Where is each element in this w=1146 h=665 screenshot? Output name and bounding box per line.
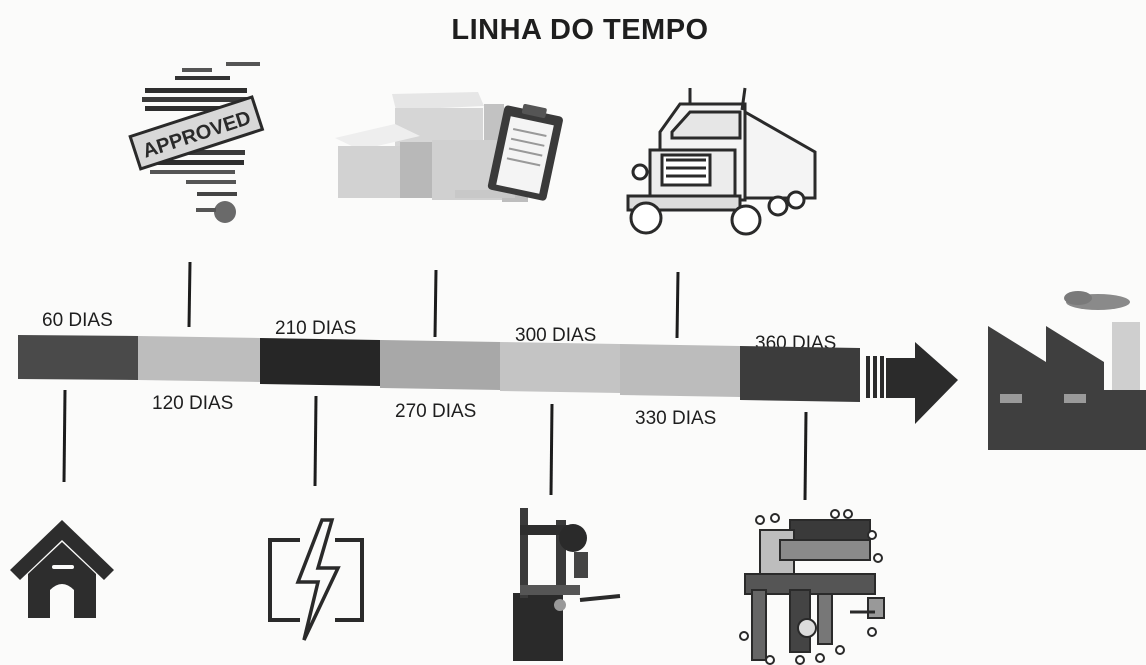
milestone-label-60: 60 DIAS (42, 310, 113, 331)
segment-360 (740, 346, 860, 402)
milestone-label-210: 210 DIAS (275, 318, 357, 339)
factory-icon (988, 291, 1146, 450)
segment-270 (380, 340, 500, 390)
truck-icon (626, 87, 817, 236)
milestone-label-270: 270 DIAS (395, 401, 477, 422)
milestone-label-300: 300 DIAS (515, 325, 597, 346)
segment-210 (260, 338, 380, 386)
segment-300 (500, 342, 620, 393)
power-icon (268, 518, 364, 641)
mechanical-assembly-icon (739, 509, 885, 665)
approved-document-icon: APPROVED (128, 62, 265, 223)
arrow-head (866, 342, 958, 424)
milestone-label-330: 330 DIAS (635, 408, 717, 429)
timeline-bar (18, 335, 958, 424)
milestone-label-120: 120 DIAS (152, 393, 234, 414)
connectors-bottom (62, 389, 808, 501)
house-icon (10, 520, 114, 618)
segment-330 (620, 344, 740, 397)
lathe-machine-icon (513, 508, 621, 661)
boxes-clipboard-icon (335, 92, 563, 202)
page-title: LINHA DO TEMPO (451, 14, 709, 46)
segment-120 (138, 336, 260, 382)
segment-60 (18, 335, 138, 380)
connectors-top (187, 261, 680, 339)
